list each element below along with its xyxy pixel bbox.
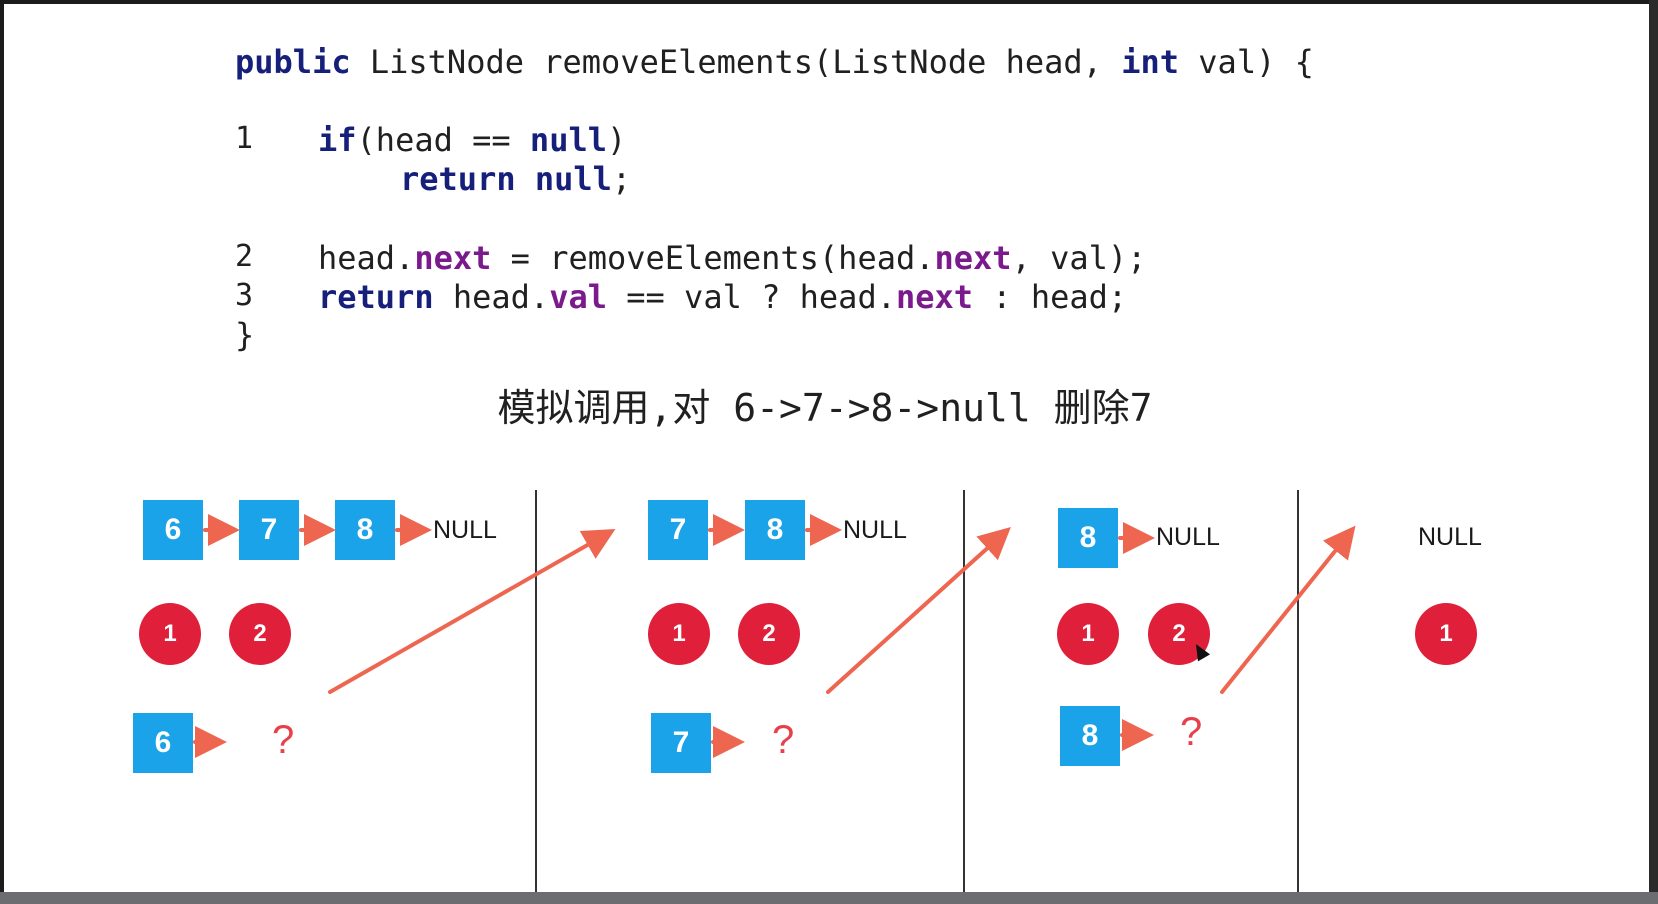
code-keyword: return (318, 278, 434, 316)
code-text (516, 160, 535, 198)
diagram-caption: 模拟调用,对 6->7->8->null 删除7 (0, 377, 1658, 432)
head-node: 8 (1060, 706, 1120, 766)
code-signature: public ListNode removeElements(ListNode … (235, 42, 1314, 82)
step-marker: 1 (1057, 603, 1119, 665)
list-node: 8 (745, 500, 805, 560)
null-label: NULL (1156, 523, 1220, 551)
code-field: next (414, 239, 492, 277)
unknown-result: ? (772, 718, 795, 762)
head-node: 6 (133, 713, 193, 773)
code-text: head. (433, 278, 550, 316)
code-keyword: public (235, 43, 351, 81)
list-node: 6 (143, 500, 203, 560)
unknown-result: ? (1180, 710, 1203, 754)
code-text: head. (318, 239, 415, 277)
window-edge (1649, 0, 1658, 892)
panel-divider (1297, 490, 1299, 892)
code-text: : head; (973, 278, 1128, 316)
panel-divider (963, 490, 965, 892)
line-number: 3 (235, 278, 254, 313)
code-text: ; (611, 160, 632, 198)
code-line-1: if(head == null) (318, 120, 626, 160)
code-text: ListNode removeElements(ListNode head, (350, 43, 1122, 81)
code-text: ) (606, 121, 627, 159)
slide-panel (4, 4, 1649, 892)
step-marker: 2 (738, 603, 800, 665)
list-node: 7 (239, 500, 299, 560)
code-text: (head == (356, 121, 530, 159)
step-marker: 2 (1148, 603, 1210, 665)
video-progress-bar[interactable] (0, 892, 1658, 904)
code-text: == val ? head. (606, 278, 896, 316)
code-field: val (549, 278, 607, 316)
code-keyword: int (1121, 43, 1180, 81)
code-keyword: return (400, 160, 516, 198)
code-text: , val); (1011, 239, 1147, 277)
code-field: next (934, 239, 1012, 277)
code-text: val) { (1179, 43, 1314, 81)
step-marker: 1 (648, 603, 710, 665)
line-number: 1 (235, 121, 254, 156)
null-label: NULL (843, 516, 907, 544)
list-node: 8 (335, 500, 395, 560)
head-node: 7 (651, 713, 711, 773)
code-keyword: if (318, 121, 357, 159)
list-node: 7 (648, 500, 708, 560)
step-marker: 1 (1415, 603, 1477, 665)
code-text: = removeElements(head. (491, 239, 935, 277)
code-line-2: head.next = removeElements(head.next, va… (318, 238, 1146, 278)
code-keyword: null (529, 121, 607, 159)
line-number: 2 (235, 239, 254, 274)
code-keyword: null (534, 160, 612, 198)
step-marker: 2 (229, 603, 291, 665)
code-closing-brace: } (235, 316, 255, 354)
code-line-3: return head.val == val ? head.next : hea… (318, 277, 1127, 317)
null-label: NULL (433, 516, 497, 544)
unknown-result: ? (272, 718, 295, 762)
null-label: NULL (1418, 523, 1482, 551)
list-node: 8 (1058, 508, 1118, 568)
panel-divider (535, 490, 537, 892)
caption-text: 模拟调用,对 6->7->8->null 删除7 (497, 386, 1153, 430)
code-field: next (895, 278, 974, 316)
code-line-1b: return null; (400, 159, 631, 199)
step-marker: 1 (139, 603, 201, 665)
